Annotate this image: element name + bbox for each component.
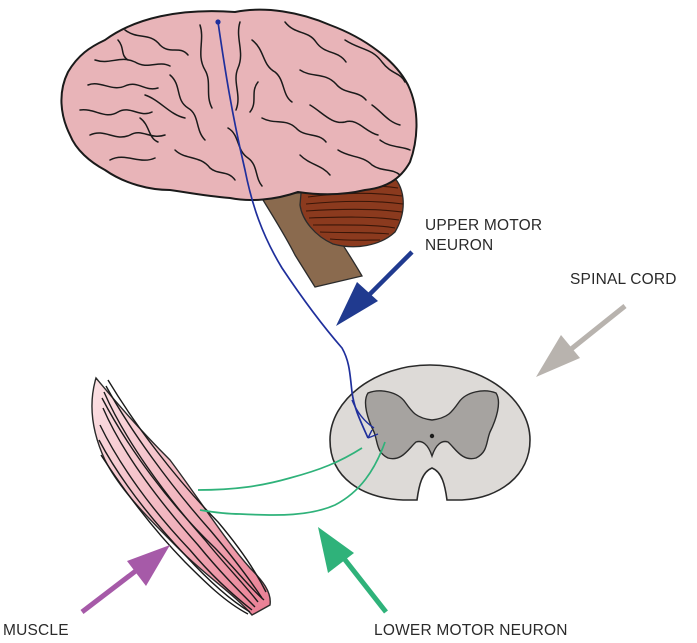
label-lower-motor-neuron: LOWER MOTOR NEURON xyxy=(374,621,568,641)
muscle xyxy=(92,378,270,615)
label-spinal-cord: SPINAL CORD xyxy=(570,270,677,290)
arrow-spinal-cord xyxy=(536,306,625,377)
label-upper-motor-neuron-line2: NEURON xyxy=(425,236,542,256)
label-upper-motor-neuron: UPPER MOTOR NEURON xyxy=(425,216,542,256)
arrow-lower-motor-neuron xyxy=(318,527,386,612)
arrow-muscle xyxy=(82,545,170,612)
label-upper-motor-neuron-line1: UPPER MOTOR xyxy=(425,216,542,236)
central-canal xyxy=(430,434,434,438)
cerebrum xyxy=(61,10,416,200)
spinal-cord-section xyxy=(330,365,530,500)
label-muscle: MUSCLE xyxy=(3,621,69,641)
